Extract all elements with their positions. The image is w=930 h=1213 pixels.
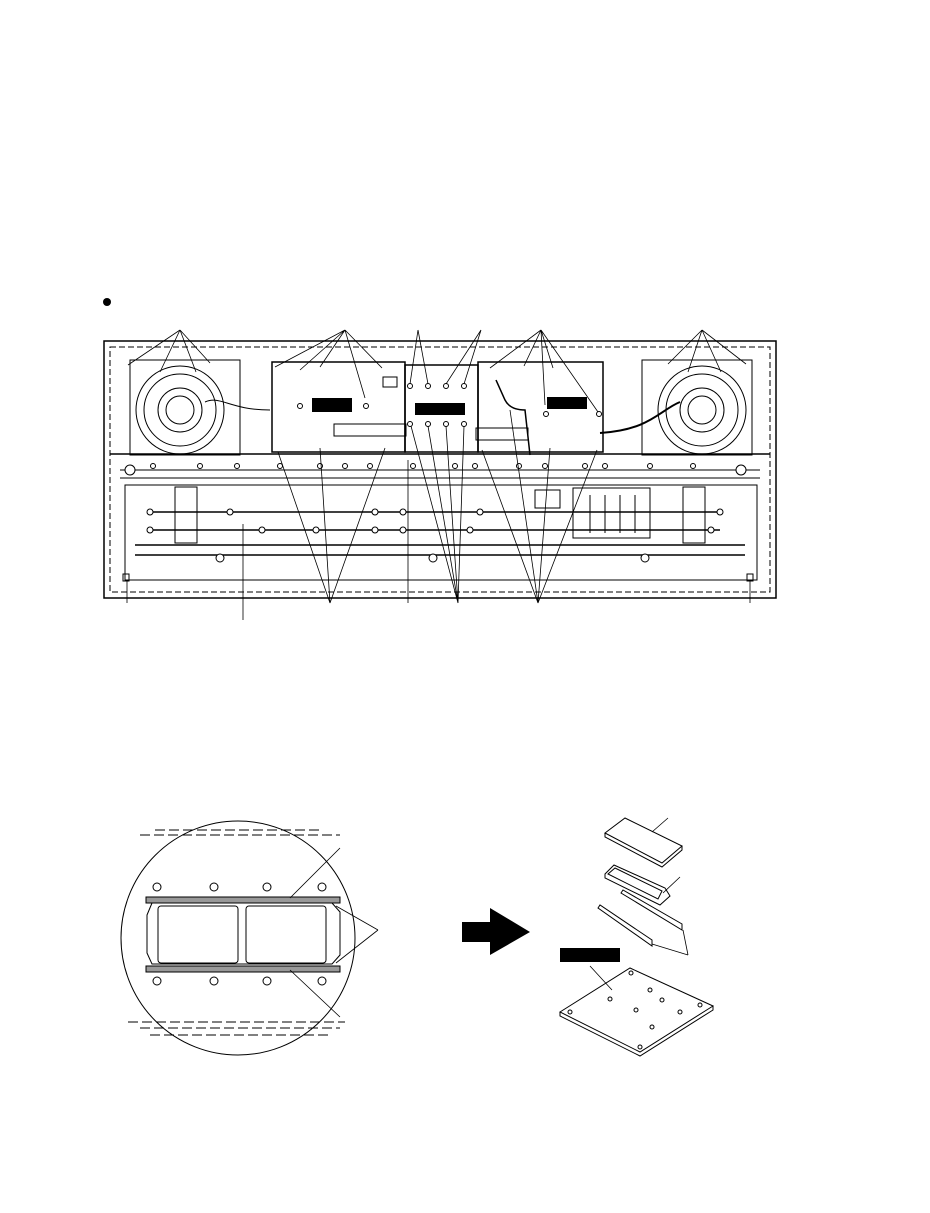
exploded-view: [558, 817, 715, 1057]
arrow-icon: [462, 908, 530, 955]
ribbon-connector-left: [333, 423, 407, 437]
bracket-left: [174, 486, 198, 544]
pcb-board: [558, 967, 715, 1057]
keyboard-top-view: [103, 340, 777, 599]
rail-2: [597, 904, 653, 947]
screw-bottom-left: [122, 573, 130, 582]
battery-holder-frame: [604, 864, 671, 906]
outer-casing: [103, 340, 777, 599]
battery-holder-detail: [120, 820, 379, 1056]
left-speaker: [129, 359, 271, 456]
right-pcb: [477, 361, 604, 453]
bullet-icon: [103, 298, 111, 306]
label-box-pcb: [560, 948, 620, 962]
leader-lines-bottom: [126, 409, 751, 620]
label-box-left: [312, 398, 352, 412]
bracket-right: [682, 486, 706, 544]
leader-lines-top: [127, 329, 747, 413]
inner-casing-dashed: [109, 346, 771, 593]
connector: [534, 489, 561, 509]
ribbon-connector-right: [475, 427, 529, 441]
right-speaker: [599, 359, 753, 456]
battery-cover: [604, 817, 683, 868]
label-box-center: [415, 403, 465, 415]
rail-1: [620, 889, 683, 931]
keyboard-assembly: [124, 484, 758, 581]
label-box-right: [547, 397, 587, 409]
